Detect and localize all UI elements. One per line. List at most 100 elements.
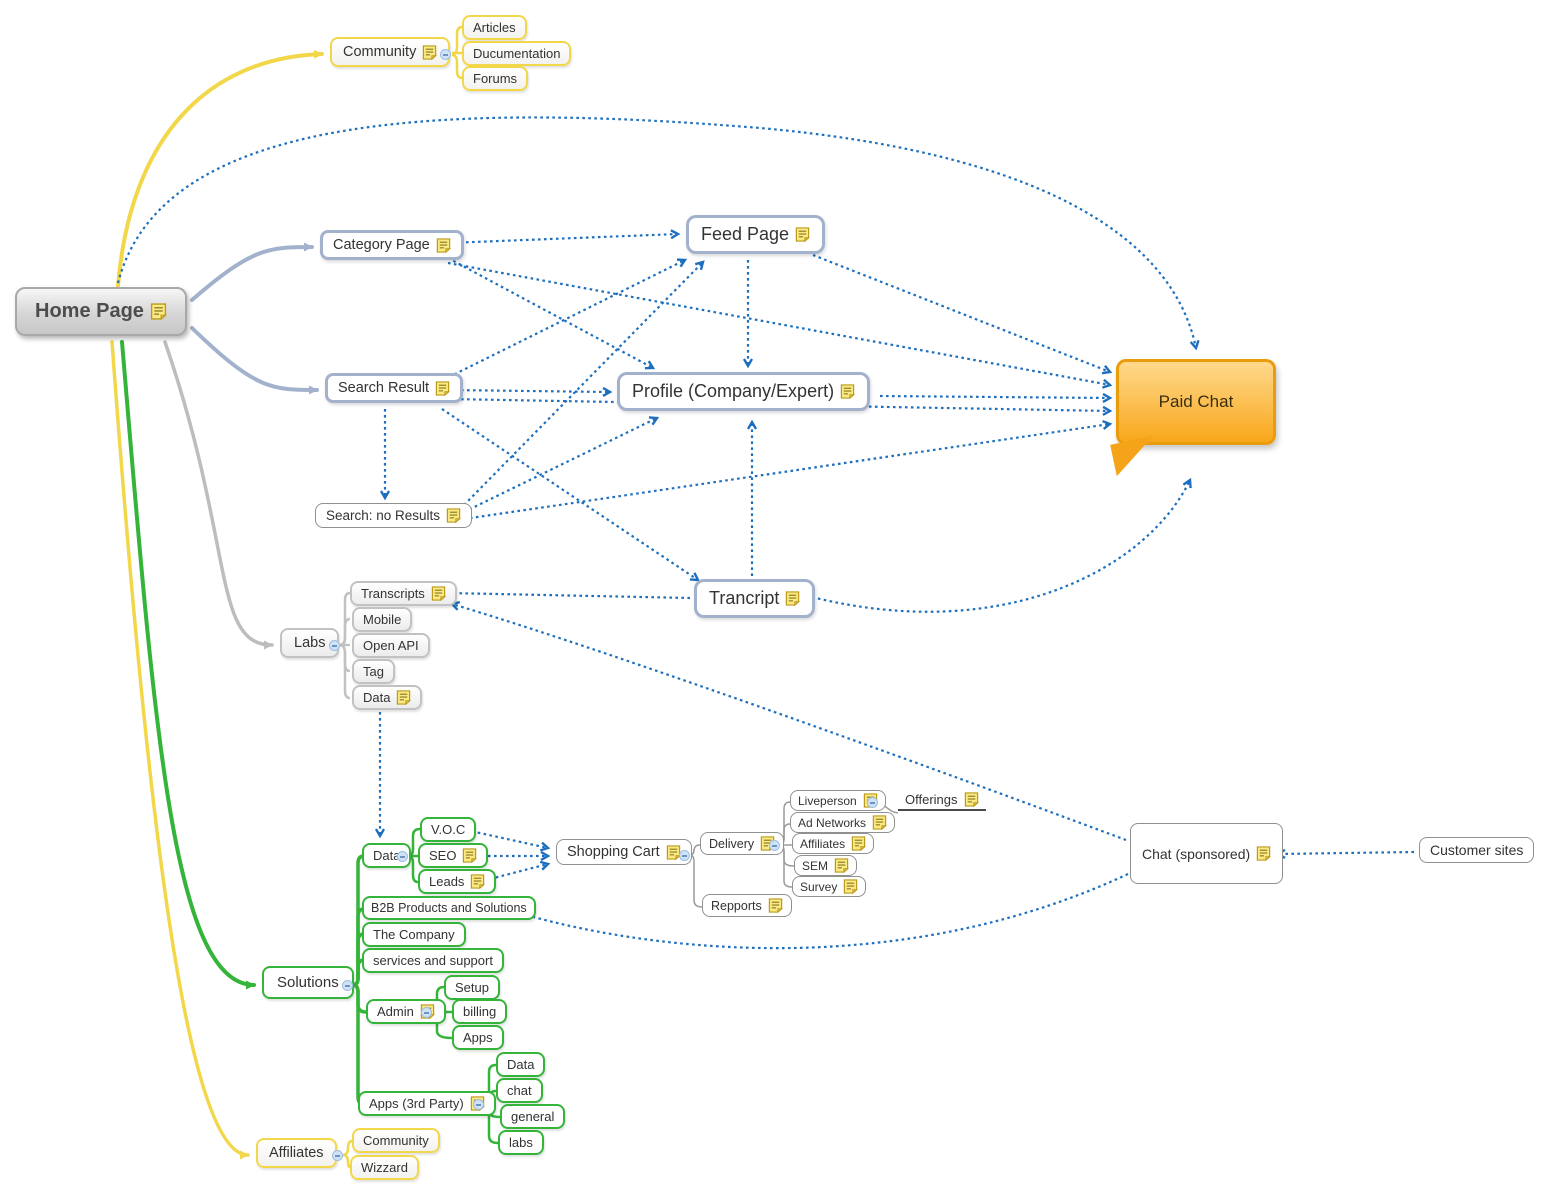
node-tag[interactable]: Tag bbox=[352, 659, 395, 684]
note-icon bbox=[834, 858, 849, 873]
node-label: Labs bbox=[294, 635, 326, 651]
node-b2b[interactable]: B2B Products and Solutions bbox=[362, 896, 536, 920]
note-icon bbox=[1256, 846, 1271, 861]
node-search-no-results[interactable]: Search: no Results bbox=[315, 503, 473, 528]
branch-home-category bbox=[190, 242, 314, 302]
node-apps-general[interactable]: general bbox=[500, 1104, 566, 1129]
node-label: Transcripts bbox=[361, 586, 425, 601]
node-the-company[interactable]: The Company bbox=[362, 922, 466, 947]
node-affiliates-community[interactable]: Community bbox=[352, 1128, 440, 1153]
node-solutions[interactable]: Solutions bbox=[262, 966, 354, 999]
node-apps[interactable]: Apps bbox=[452, 1025, 504, 1050]
collapse-toggle-data[interactable] bbox=[397, 851, 408, 862]
node-paid-chat[interactable]: Paid Chat bbox=[1116, 359, 1276, 445]
node-admin[interactable]: Admin bbox=[366, 999, 446, 1024]
node-apps-chat[interactable]: chat bbox=[496, 1078, 543, 1103]
link-searchresult-trancript bbox=[441, 408, 698, 580]
node-apps-3rd-party[interactable]: Apps (3rd Party) bbox=[358, 1091, 496, 1116]
note-icon bbox=[840, 384, 855, 399]
node-label: chat bbox=[507, 1083, 532, 1098]
node-label: Community bbox=[343, 44, 417, 60]
node-labs-data[interactable]: Data bbox=[352, 685, 423, 710]
note-icon bbox=[843, 879, 858, 894]
collapse-toggle-solutions[interactable] bbox=[342, 980, 353, 991]
branch-home-solutions bbox=[120, 340, 256, 990]
node-customer-sites[interactable]: Customer sites bbox=[1419, 837, 1535, 863]
node-affiliates-delivery[interactable]: Affiliates bbox=[792, 833, 875, 854]
node-chat-sponsored[interactable]: Chat (sponsored) bbox=[1130, 823, 1284, 884]
link-profile-paidchat bbox=[879, 396, 1110, 398]
link-category-profile bbox=[447, 257, 653, 368]
node-transcripts[interactable]: Transcripts bbox=[350, 581, 457, 606]
node-ad-networks[interactable]: Ad Networks bbox=[790, 812, 896, 833]
node-label: The Company bbox=[373, 927, 455, 942]
node-label: Data bbox=[507, 1057, 535, 1072]
node-offerings[interactable]: Offerings bbox=[898, 790, 986, 811]
node-apps-labs[interactable]: labs bbox=[498, 1130, 544, 1155]
collapse-toggle-affiliates[interactable] bbox=[332, 1150, 343, 1161]
collapse-toggle-labs[interactable] bbox=[329, 640, 340, 651]
node-label: Category Page bbox=[333, 237, 430, 253]
link-searchresult-profile bbox=[448, 390, 610, 392]
collapse-toggle-cart[interactable] bbox=[679, 850, 690, 861]
link-category-feed bbox=[447, 234, 678, 245]
node-forums[interactable]: Forums bbox=[462, 66, 529, 91]
node-label: Paid Chat bbox=[1158, 392, 1234, 411]
node-label: Trancript bbox=[709, 588, 780, 608]
note-icon bbox=[470, 874, 485, 889]
collapse-toggle-apps3rd[interactable] bbox=[473, 1099, 484, 1110]
node-services-and-support[interactable]: services and support bbox=[362, 948, 504, 973]
node-ducumentation[interactable]: Ducumentation bbox=[462, 41, 572, 66]
node-label: B2B Products and Solutions bbox=[371, 901, 527, 915]
node-repports[interactable]: Repports bbox=[702, 894, 792, 917]
node-setup[interactable]: Setup bbox=[444, 975, 500, 1000]
note-icon bbox=[446, 508, 461, 523]
node-label: Repports bbox=[711, 898, 762, 913]
node-label: Setup bbox=[455, 980, 489, 995]
node-seo[interactable]: SEO bbox=[418, 843, 489, 868]
node-survey[interactable]: Survey bbox=[792, 876, 867, 897]
node-wizzard[interactable]: Wizzard bbox=[350, 1155, 419, 1180]
link-noresults-paidchat bbox=[463, 424, 1110, 521]
node-shopping-cart[interactable]: Shopping Cart bbox=[556, 839, 692, 865]
node-articles[interactable]: Articles bbox=[462, 15, 527, 40]
collapse-toggle-delivery[interactable] bbox=[769, 840, 780, 851]
node-delivery[interactable]: Delivery bbox=[700, 832, 785, 855]
link-searchresult-feed bbox=[448, 260, 685, 378]
node-trancript[interactable]: Trancript bbox=[694, 579, 816, 618]
node-label: billing bbox=[463, 1004, 497, 1019]
node-mobile[interactable]: Mobile bbox=[352, 607, 413, 632]
node-label: Apps (3rd Party) bbox=[369, 1096, 464, 1111]
node-label: Offerings bbox=[905, 792, 958, 807]
node-liveperson[interactable]: Liveperson bbox=[790, 790, 886, 811]
collapse-toggle-admin[interactable] bbox=[421, 1007, 432, 1018]
branch-home-community bbox=[116, 49, 324, 288]
node-label: Delivery bbox=[709, 836, 755, 851]
node-feed-page[interactable]: Feed Page bbox=[686, 215, 826, 254]
link-trancript-paidchat bbox=[811, 480, 1190, 613]
node-community[interactable]: Community bbox=[330, 37, 451, 67]
node-label: services and support bbox=[373, 953, 493, 968]
node-category-page[interactable]: Category Page bbox=[320, 230, 464, 260]
node-label: Wizzard bbox=[361, 1160, 408, 1175]
collapse-toggle-community[interactable] bbox=[440, 49, 451, 60]
node-voc[interactable]: V.O.C bbox=[420, 817, 477, 842]
node-affiliates[interactable]: Affiliates bbox=[256, 1138, 337, 1168]
node-open-api[interactable]: Open API bbox=[352, 633, 430, 658]
node-label: SEM bbox=[802, 858, 829, 873]
node-label: Tag bbox=[363, 664, 384, 679]
node-apps-data[interactable]: Data bbox=[496, 1052, 546, 1077]
link-home-paidchat bbox=[116, 116, 1196, 348]
link-chat-transcripts bbox=[452, 604, 1127, 842]
node-label: Open API bbox=[363, 638, 419, 653]
node-home-page[interactable]: Home Page bbox=[15, 287, 187, 336]
node-search-result[interactable]: Search Result bbox=[325, 373, 464, 403]
node-profile[interactable]: Profile (Company/Expert) bbox=[617, 372, 871, 411]
node-leads[interactable]: Leads bbox=[418, 869, 497, 894]
node-sem[interactable]: SEM bbox=[794, 855, 858, 876]
collapse-toggle-liveperson[interactable] bbox=[867, 797, 878, 808]
node-billing[interactable]: billing bbox=[452, 999, 508, 1024]
node-label: Solutions bbox=[277, 974, 339, 991]
